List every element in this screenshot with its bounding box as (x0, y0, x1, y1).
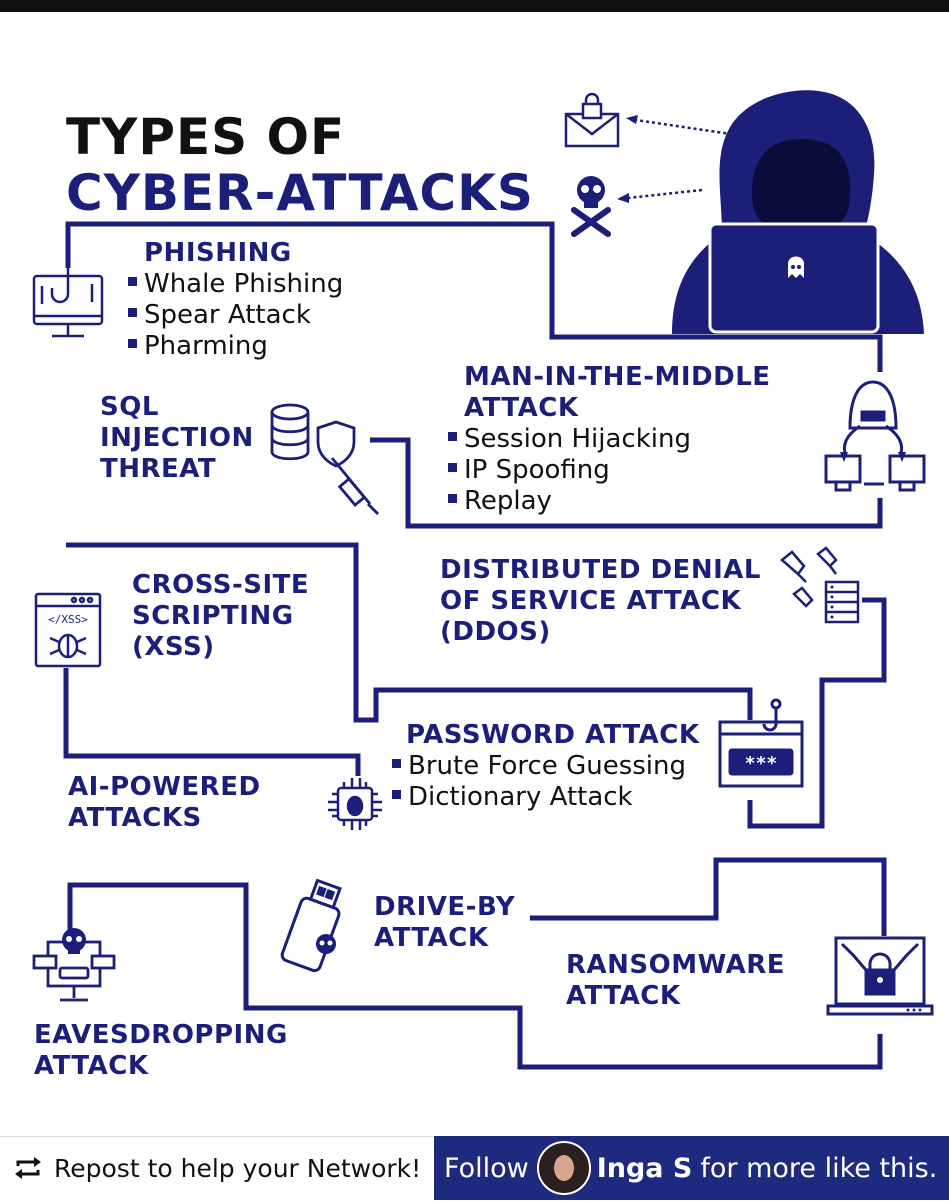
envelope-lock-icon (564, 92, 620, 148)
xss-heading-line-2: SCRIPTING (132, 601, 294, 631)
password-heading: PASSWORD ATTACK (406, 720, 700, 750)
ai-chip-bug-icon (328, 778, 382, 830)
hacker-two-monitors-icon (824, 380, 926, 492)
password-mask-text: *** (745, 753, 778, 774)
phishing-hook-monitor-icon (32, 260, 104, 338)
ransomware-laptop-lock-icon (826, 936, 934, 1016)
code-bug-window-icon: </XSS> (34, 592, 102, 668)
bombs-server-icon (780, 546, 860, 624)
eavesdropping-heading-line-1: EAVESDROPPING (34, 1020, 288, 1050)
avatar (536, 1141, 591, 1195)
connector-driveby (530, 857, 887, 936)
ddos-heading-line-1: DISTRIBUTED DENIAL (440, 555, 761, 585)
list-item: Pharming (128, 331, 343, 362)
list-item: Dictionary Attack (392, 782, 686, 813)
connector-mitm (370, 437, 883, 529)
ddos-heading-line-2: OF SERVICE ATTACK (440, 586, 742, 616)
title-line-2: CYBER-ATTACKS (66, 164, 534, 222)
repost-icon (15, 1157, 41, 1179)
xss-heading-line-1: CROSS-SITE (132, 570, 310, 600)
top-bar (0, 0, 949, 12)
list-item: Brute Force Guessing (392, 751, 686, 782)
phishing-heading: PHISHING (144, 238, 292, 268)
xss-heading-line-3: (XSS) (132, 632, 215, 662)
phishing-list: Whale Phishing Spear Attack Pharming (128, 269, 343, 362)
xss-code-text: </XSS> (48, 613, 88, 626)
connector-ddos (747, 597, 887, 829)
mitm-heading-line-2: ATTACK (464, 393, 579, 423)
sql-heading-line-2: INJECTION (100, 423, 254, 453)
driveby-heading-line-2: ATTACK (374, 923, 489, 953)
ai-heading-line-1: AI-POWERED (68, 772, 261, 802)
hacker-laptop-icon (672, 90, 924, 334)
dotted-arrow-icon (617, 188, 703, 203)
connector-xss (66, 542, 753, 723)
ddos-heading-line-3: (DDOS) (440, 617, 551, 647)
list-item: Whale Phishing (128, 269, 343, 300)
database-shield-syringe-icon (270, 403, 379, 515)
follow-more-text: for more like this. (700, 1152, 938, 1184)
list-item: IP Spoofing (448, 455, 691, 486)
skull-crossbones-icon (571, 176, 611, 237)
eavesdrop-monitor-skull-icon (32, 928, 116, 1002)
connector-lines (63, 221, 887, 1070)
password-list: Brute Force Guessing Dictionary Attack (392, 751, 686, 813)
usb-skull-icon (280, 878, 342, 973)
sql-heading-line-1: SQL (100, 392, 159, 422)
driveby-heading-line-1: DRIVE-BY (374, 892, 516, 922)
ai-heading-line-2: ATTACKS (68, 803, 202, 833)
connector-phishing (65, 221, 883, 372)
sql-heading-line-3: THREAT (100, 454, 217, 484)
connector-eavesdrop (67, 882, 883, 1070)
list-item: Replay (448, 486, 691, 517)
ransomware-heading-line-1: RANSOMWARE (566, 950, 786, 980)
repost-button[interactable]: Repost to help your Network! (12, 1150, 421, 1186)
author-name: Inga S (596, 1152, 693, 1184)
connector-xss-left (63, 668, 361, 776)
eavesdropping-heading-line-2: ATTACK (34, 1051, 149, 1081)
mitm-heading-line-1: MAN-IN-THE-MIDDLE (464, 362, 771, 392)
list-item: Session Hijacking (448, 424, 691, 455)
password-window-icon: *** (718, 698, 804, 788)
list-item: Spear Attack (128, 300, 343, 331)
follow-text: Follow (444, 1152, 529, 1184)
repost-text: Repost to help your Network! (54, 1153, 422, 1183)
title-line-1: TYPES OF (66, 108, 346, 166)
follow-banner[interactable]: Follow Inga S for more like this. (434, 1136, 949, 1200)
mitm-list: Session Hijacking IP Spoofing Replay (448, 424, 691, 517)
ransomware-heading-line-2: ATTACK (566, 981, 681, 1011)
dotted-arrow-icon (626, 115, 745, 138)
